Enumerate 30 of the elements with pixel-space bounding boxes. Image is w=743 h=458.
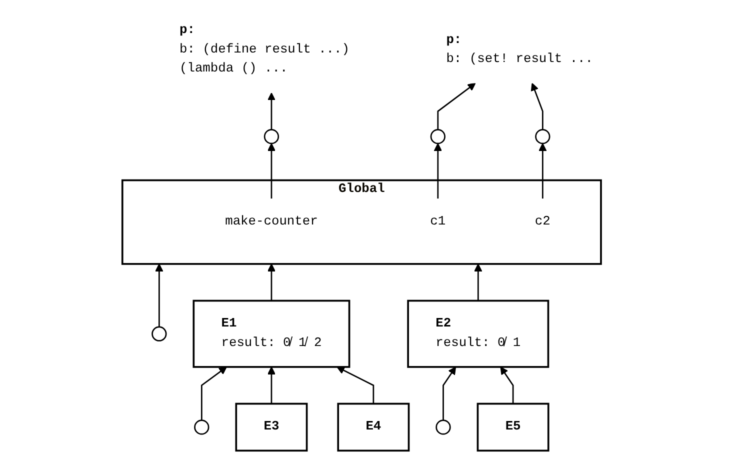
arrow [267,143,276,199]
node-box: E5 [476,402,550,452]
node-circle [264,128,280,144]
arrow [500,366,514,404]
arrow [200,366,227,420]
node-circle [194,420,210,435]
arrow [474,264,482,301]
arrow [155,264,164,327]
arrow [267,264,276,301]
arrow [437,82,476,130]
node-circle [535,128,550,144]
node-circle [436,420,451,435]
node-text: c1 [430,214,446,229]
node-box: E2 result: 0̸ 1 [407,300,550,368]
node-text: p: b: (set! result ... [446,32,594,67]
node-text: c2 [534,214,550,229]
node-circle [152,326,167,342]
arrow [336,366,374,404]
node-box: E3 [235,402,308,452]
node-box: E4 [337,402,410,452]
node-box: E1 result: 0̸ 1̸ 2 [192,300,350,368]
arrow [538,143,547,199]
arrow [442,366,456,420]
arrow [530,82,544,130]
node-text: p: b: (define result ...) (lambda () ... [180,22,350,76]
node-text: make-counter [225,214,318,229]
arrow [267,366,276,404]
node-circle [430,128,446,144]
arrow [434,143,442,199]
arrow [267,92,276,130]
